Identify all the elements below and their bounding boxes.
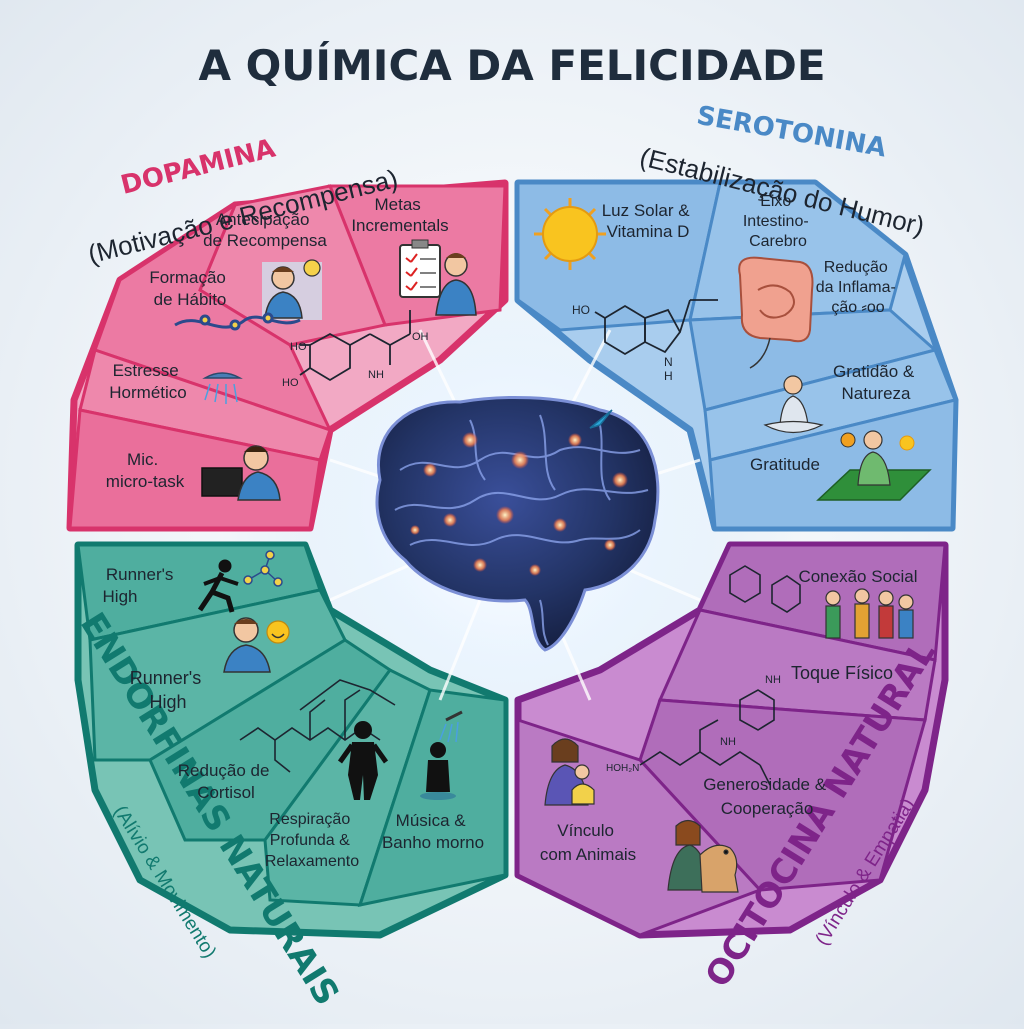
label-metas: Metas Incrementals <box>351 195 448 235</box>
serotonina-molecule <box>594 299 718 356</box>
label-luz: Luz Solar & Vitamina D <box>602 201 695 241</box>
dopamina-molecule <box>299 310 411 382</box>
molecule-ho: HO <box>282 377 299 389</box>
habit-pathway-icon <box>174 312 301 331</box>
meditation-icon <box>763 375 824 434</box>
molecule-network-icon <box>243 550 283 587</box>
label-toque: Toque Físico <box>791 663 893 683</box>
molecule-ho: HO <box>572 303 590 317</box>
label-musica: Música & Banho morno <box>382 811 484 852</box>
person-icon <box>435 253 477 316</box>
molecule-oh: OH <box>412 331 429 343</box>
dopamina-title: DOPAMINA <box>118 134 278 201</box>
molecule-nh: NH <box>765 674 781 686</box>
shower-icon <box>202 372 243 404</box>
gut-icon <box>738 256 814 369</box>
label-reducao: Redução da Inflama- ção ⸗oo <box>816 259 901 316</box>
molecule-nh: NH <box>720 736 736 748</box>
label-conexao: Conexão Social <box>798 567 917 586</box>
molecule-n: N <box>664 355 673 369</box>
label-respiracao: Respiração Profunda & Relaxamento <box>265 811 359 870</box>
ocitocina-cell-generosidade <box>638 698 927 892</box>
ocitocina-molecule <box>639 565 801 786</box>
molecule-hoh: HOH₂N <box>606 763 639 774</box>
label-micro: Mic. micro-task <box>106 450 185 491</box>
label-antecipacao: Antecipação de Recompensa <box>203 210 327 250</box>
person-icon <box>223 617 290 673</box>
person-icon <box>337 721 389 800</box>
family-icon <box>825 588 914 639</box>
sun-icon <box>534 198 606 270</box>
page-title: A QUÍMICA DA FELICIDADE <box>198 40 825 90</box>
meditation-icon <box>816 430 932 501</box>
label-gratitude: Gratitude <box>750 455 820 474</box>
brain-icon <box>375 395 660 652</box>
label-vinculo: Vínculo com Animais <box>540 821 636 864</box>
molecule-ho: HO <box>290 341 307 353</box>
person-icon <box>201 445 281 501</box>
label-formacao: Formação de Hábito <box>149 268 230 309</box>
label-eixo: Eixo Intestino- Carebro <box>743 193 813 250</box>
label-runners1: Runner's High <box>103 565 179 606</box>
label-cortisol: Redução de Cortisol <box>178 761 274 802</box>
runner-icon <box>197 559 239 613</box>
person-icon <box>262 259 322 320</box>
label-generosidade: Generosidade & Cooperação <box>703 775 831 818</box>
label-estresse: Estresse Hormético <box>109 361 186 402</box>
serotonina-title: SEROTONINA <box>694 101 888 164</box>
family-icon <box>544 738 595 806</box>
molecule-nh: NH <box>368 369 384 381</box>
shower-icon <box>420 710 463 800</box>
label-runners2: Runner's High <box>130 668 207 712</box>
label-gratidao-natureza: Gratidão & Natureza <box>833 362 919 403</box>
clipboard-icon <box>399 239 441 298</box>
molecule-h: H <box>664 369 673 383</box>
dog-icon <box>667 819 739 893</box>
